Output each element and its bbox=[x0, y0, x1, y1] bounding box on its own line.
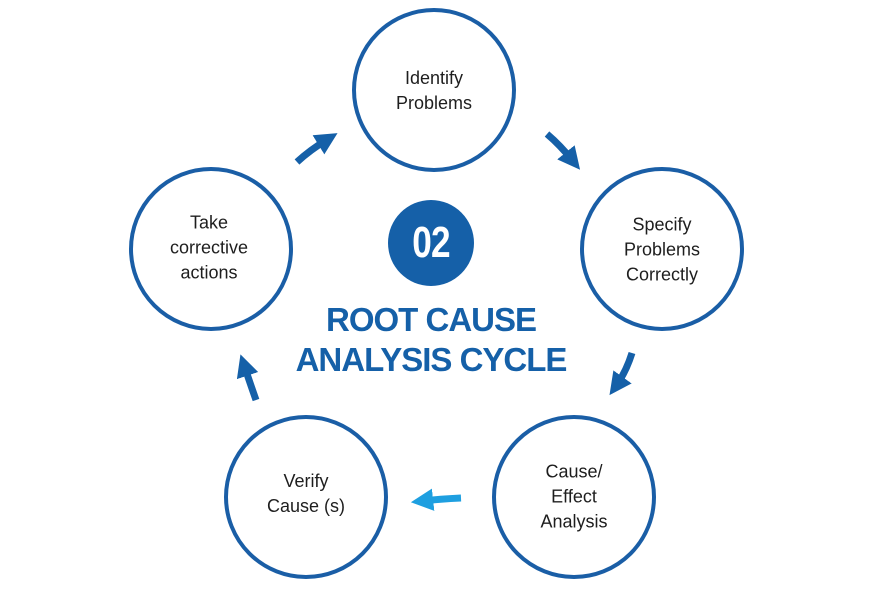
step-label-line: Cause (s) bbox=[266, 496, 346, 516]
badge-number: 02 bbox=[412, 218, 450, 267]
step-circle-corrective bbox=[129, 167, 293, 331]
step-label-specify: Specify Problems Correctly bbox=[592, 213, 732, 288]
step-label-identify: Identify Problems bbox=[364, 66, 504, 116]
diagram-title-line2: ANALYSIS CYCLE bbox=[295, 341, 568, 378]
arrow-corrective-to-identify bbox=[294, 133, 338, 165]
step-label-line: corrective bbox=[169, 237, 249, 258]
step-label-line: Problems bbox=[623, 239, 701, 260]
step-label-line: Cause/ bbox=[545, 461, 603, 482]
step-circle-specify bbox=[580, 167, 744, 331]
step-label-corrective: Take corrective actions bbox=[139, 211, 279, 286]
step-label-line: Correctly bbox=[625, 264, 698, 285]
diagram-title-line1: ROOT CAUSE bbox=[325, 301, 537, 338]
step-label-line: Verify bbox=[283, 471, 329, 491]
step-label-line: Effect bbox=[551, 486, 597, 507]
arrow-verify-to-corrective bbox=[236, 354, 260, 402]
arrow-specify-to-cause-effect bbox=[609, 351, 636, 396]
step-circle-identify bbox=[352, 8, 516, 172]
step-circle-cause-effect bbox=[492, 415, 656, 579]
step-label-line: Problems bbox=[395, 93, 473, 113]
center-badge bbox=[388, 200, 474, 286]
step-label-verify: Verify Cause (s) bbox=[236, 469, 376, 519]
step-label-line: actions bbox=[180, 262, 238, 283]
arrow-cause-effect-to-verify bbox=[410, 488, 462, 511]
step-label-line: Identify bbox=[404, 68, 464, 88]
arrow-identify-to-specify bbox=[544, 131, 581, 170]
step-label-cause-effect: Cause/ Effect Analysis bbox=[504, 460, 644, 535]
step-label-line: Analysis bbox=[540, 511, 608, 532]
step-label-line: Take bbox=[189, 212, 229, 233]
step-label-line: Specify bbox=[632, 214, 692, 235]
step-circle-verify bbox=[224, 415, 388, 579]
